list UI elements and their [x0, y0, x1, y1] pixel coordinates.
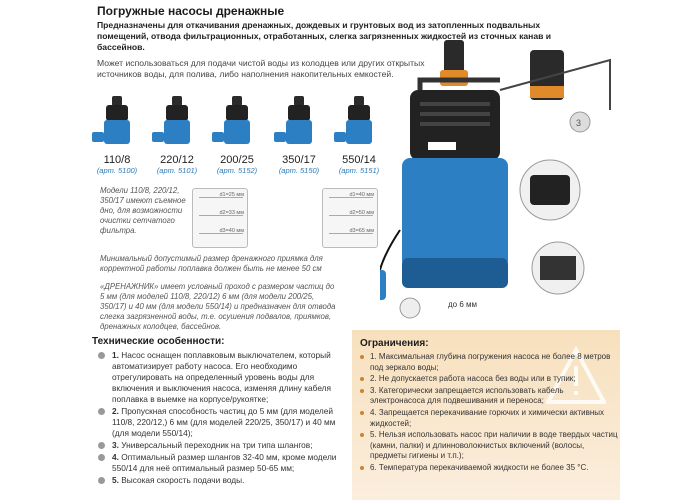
- model-card: 550/14 (арт. 5151): [330, 96, 388, 180]
- list-item: 1. Насос оснащен поплавковым выключателе…: [98, 350, 348, 405]
- model-card: 200/25 (арт. 5152): [208, 96, 266, 180]
- model-card: 220/12 (арт. 5101): [148, 96, 206, 180]
- model-name: 550/14: [342, 154, 376, 166]
- model-name: 200/25: [220, 154, 254, 166]
- usage-text: Может использоваться для подачи чистой в…: [97, 58, 425, 79]
- intro-text: Предназначены для откачивания дренажных,…: [97, 20, 552, 52]
- pump-thumbnail: [334, 96, 374, 148]
- page-title: Погружные насосы дренажные: [97, 4, 285, 18]
- particle-size-label: до 6 мм: [448, 300, 478, 309]
- restrictions-list: 1. Максимальная глубина погружения насос…: [360, 352, 618, 475]
- spec-label: d2=33 мм: [219, 210, 244, 216]
- model-name: 110/8: [103, 154, 131, 166]
- list-item: 3. Категорически запрещается использоват…: [360, 386, 618, 407]
- removable-bottom-note: Модели 110/8, 220/12, 350/17 имеют съемн…: [100, 186, 186, 235]
- model-card: 350/17 (арт. 5150): [270, 96, 328, 180]
- spec-label: d3=65 мм: [349, 228, 374, 234]
- pump-thumbnail: [274, 96, 314, 148]
- restrictions-panel: Ограничения: 1. Максимальная глубина пог…: [352, 330, 620, 500]
- drainage-note: «ДРЕНАЖНИК» имеет условный проход с разм…: [100, 282, 336, 331]
- model-article: (арт. 5100): [96, 166, 138, 175]
- spec-label: d3=40 мм: [219, 228, 244, 234]
- list-item: 5. Нельзя использовать насос при наличии…: [360, 430, 618, 462]
- hose-adapter-spec-large: d1=40 мм d2=50 мм d3=65 мм: [322, 188, 378, 248]
- list-item: 2. Не допускается работа насоса без воды…: [360, 374, 618, 385]
- list-item: 2. Пропускная способность частиц до 5 мм…: [98, 406, 348, 439]
- warning-icon: [546, 346, 606, 404]
- model-name: 350/17: [282, 154, 316, 166]
- pump-illustration: [380, 40, 611, 319]
- spec-label: d1=25 мм: [219, 192, 244, 198]
- callout-number: 3: [576, 118, 582, 128]
- spec-label: d2=50 мм: [349, 210, 374, 216]
- model-article: (арт. 5151): [338, 166, 380, 175]
- list-item: 6. Температура перекачиваемой жидкости н…: [360, 463, 618, 474]
- pump-thumbnail: [212, 96, 252, 148]
- pump-thumbnail: [92, 96, 132, 148]
- list-item: 5. Высокая скорость подачи воды.: [98, 475, 348, 486]
- spec-label: d1=40 мм: [349, 192, 374, 198]
- list-item: 3. Универсальный переходник на три типа …: [98, 440, 348, 451]
- hose-adapter-spec-small: d1=25 мм d2=33 мм d3=40 мм: [192, 188, 248, 248]
- model-article: (арт. 5152): [216, 166, 258, 175]
- model-card: 110/8 (арт. 5100): [88, 96, 146, 180]
- list-item: 4. Запрещается перекачивание горючих и х…: [360, 408, 618, 429]
- features-title: Технические особенности:: [92, 336, 225, 347]
- list-item: 1. Максимальная глубина погружения насос…: [360, 352, 618, 373]
- model-article: (арт. 5101): [156, 166, 198, 175]
- model-name: 220/12: [160, 154, 194, 166]
- list-item: 4. Оптимальный размер шлангов 32-40 мм, …: [98, 452, 348, 474]
- restrictions-title: Ограничения:: [360, 338, 429, 349]
- pump-thumbnail: [152, 96, 192, 148]
- features-list: 1. Насос оснащен поплавковым выключателе…: [98, 350, 348, 487]
- pit-size-note: Минимальный допустимый размер дренажного…: [100, 254, 323, 273]
- model-lineup: 110/8 (арт. 5100) 220/12 (арт. 5101) 200…: [88, 96, 388, 180]
- model-article: (арт. 5150): [278, 166, 320, 175]
